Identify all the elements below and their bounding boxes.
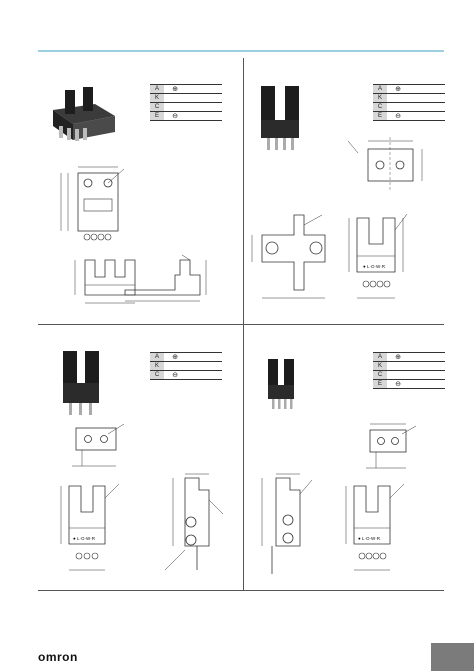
top-view-drawing-4 bbox=[366, 423, 417, 469]
top-view-drawing-2 bbox=[347, 137, 423, 191]
pin-sign: ⊖ bbox=[387, 111, 409, 121]
pin-symbol: A bbox=[150, 84, 164, 94]
product-photo-2 bbox=[261, 86, 299, 150]
pin-sign bbox=[164, 102, 186, 112]
pin-symbol: A bbox=[373, 352, 387, 362]
pin-sign bbox=[387, 361, 409, 371]
top-view-drawing-3 bbox=[72, 423, 125, 467]
pin-sign: ⊖ bbox=[387, 379, 409, 389]
marking-label: ● L·O·W·R bbox=[363, 264, 386, 269]
top-accent-rule bbox=[38, 50, 444, 52]
top-view-drawing-1 bbox=[60, 166, 125, 241]
pin-symbol: C bbox=[150, 370, 164, 380]
pin-sign: ⊕ bbox=[164, 352, 186, 362]
bottom-divider bbox=[38, 590, 444, 591]
pin-symbol: K bbox=[150, 361, 164, 371]
marking-label: ● L·O·W·R bbox=[73, 536, 96, 541]
pin-sign bbox=[164, 93, 186, 103]
front-view-drawing-3: ● L·O·W·R bbox=[60, 483, 120, 571]
pin-table-2: A⊕ K C E⊖ bbox=[373, 84, 445, 121]
pin-symbol: K bbox=[373, 361, 387, 371]
side-view-drawing-1 bbox=[124, 254, 207, 302]
pin-sign: ⊕ bbox=[387, 84, 409, 94]
side-view-drawing-2 bbox=[251, 214, 326, 299]
pin-symbol: A bbox=[150, 352, 164, 362]
pin-sign: ⊖ bbox=[164, 370, 186, 380]
front-view-drawing-2: ● L·O·W·R bbox=[348, 213, 408, 299]
pin-symbol: A bbox=[373, 84, 387, 94]
pin-symbol: K bbox=[150, 93, 164, 103]
pin-symbol: E bbox=[150, 111, 164, 121]
pin-symbol: C bbox=[373, 370, 387, 380]
pin-sign: ⊕ bbox=[387, 352, 409, 362]
pin-sign bbox=[387, 370, 409, 380]
marking-label: ● L·O·W·R bbox=[358, 536, 381, 541]
pin-symbol: K bbox=[373, 93, 387, 103]
pin-sign: ⊖ bbox=[164, 111, 186, 121]
product-photo-1 bbox=[53, 87, 115, 141]
pin-sign bbox=[387, 102, 409, 112]
page-corner-tab bbox=[431, 643, 474, 671]
pin-symbol: E bbox=[373, 111, 387, 121]
product-photo-3 bbox=[63, 351, 99, 415]
omron-logo: omron bbox=[38, 650, 78, 664]
pin-sign bbox=[164, 361, 186, 371]
pin-table-4: A⊕ K C E⊖ bbox=[373, 352, 445, 389]
pin-symbol: C bbox=[150, 102, 164, 112]
front-view-drawing-4: ● L·O·W·R bbox=[345, 483, 405, 571]
pin-sign bbox=[387, 93, 409, 103]
pin-table-3: A⊕ K C⊖ bbox=[150, 352, 222, 380]
pin-sign: ⊕ bbox=[164, 84, 186, 94]
side-view-drawing-3 bbox=[164, 473, 224, 571]
pin-table-1: A⊕ K C E⊖ bbox=[150, 84, 222, 121]
pin-symbol: C bbox=[373, 102, 387, 112]
horizontal-divider bbox=[38, 324, 444, 325]
pin-symbol: E bbox=[373, 379, 387, 389]
front-view-drawing-1 bbox=[74, 259, 136, 304]
product-photo-4 bbox=[268, 359, 294, 409]
side-view-drawing-4 bbox=[261, 473, 313, 574]
